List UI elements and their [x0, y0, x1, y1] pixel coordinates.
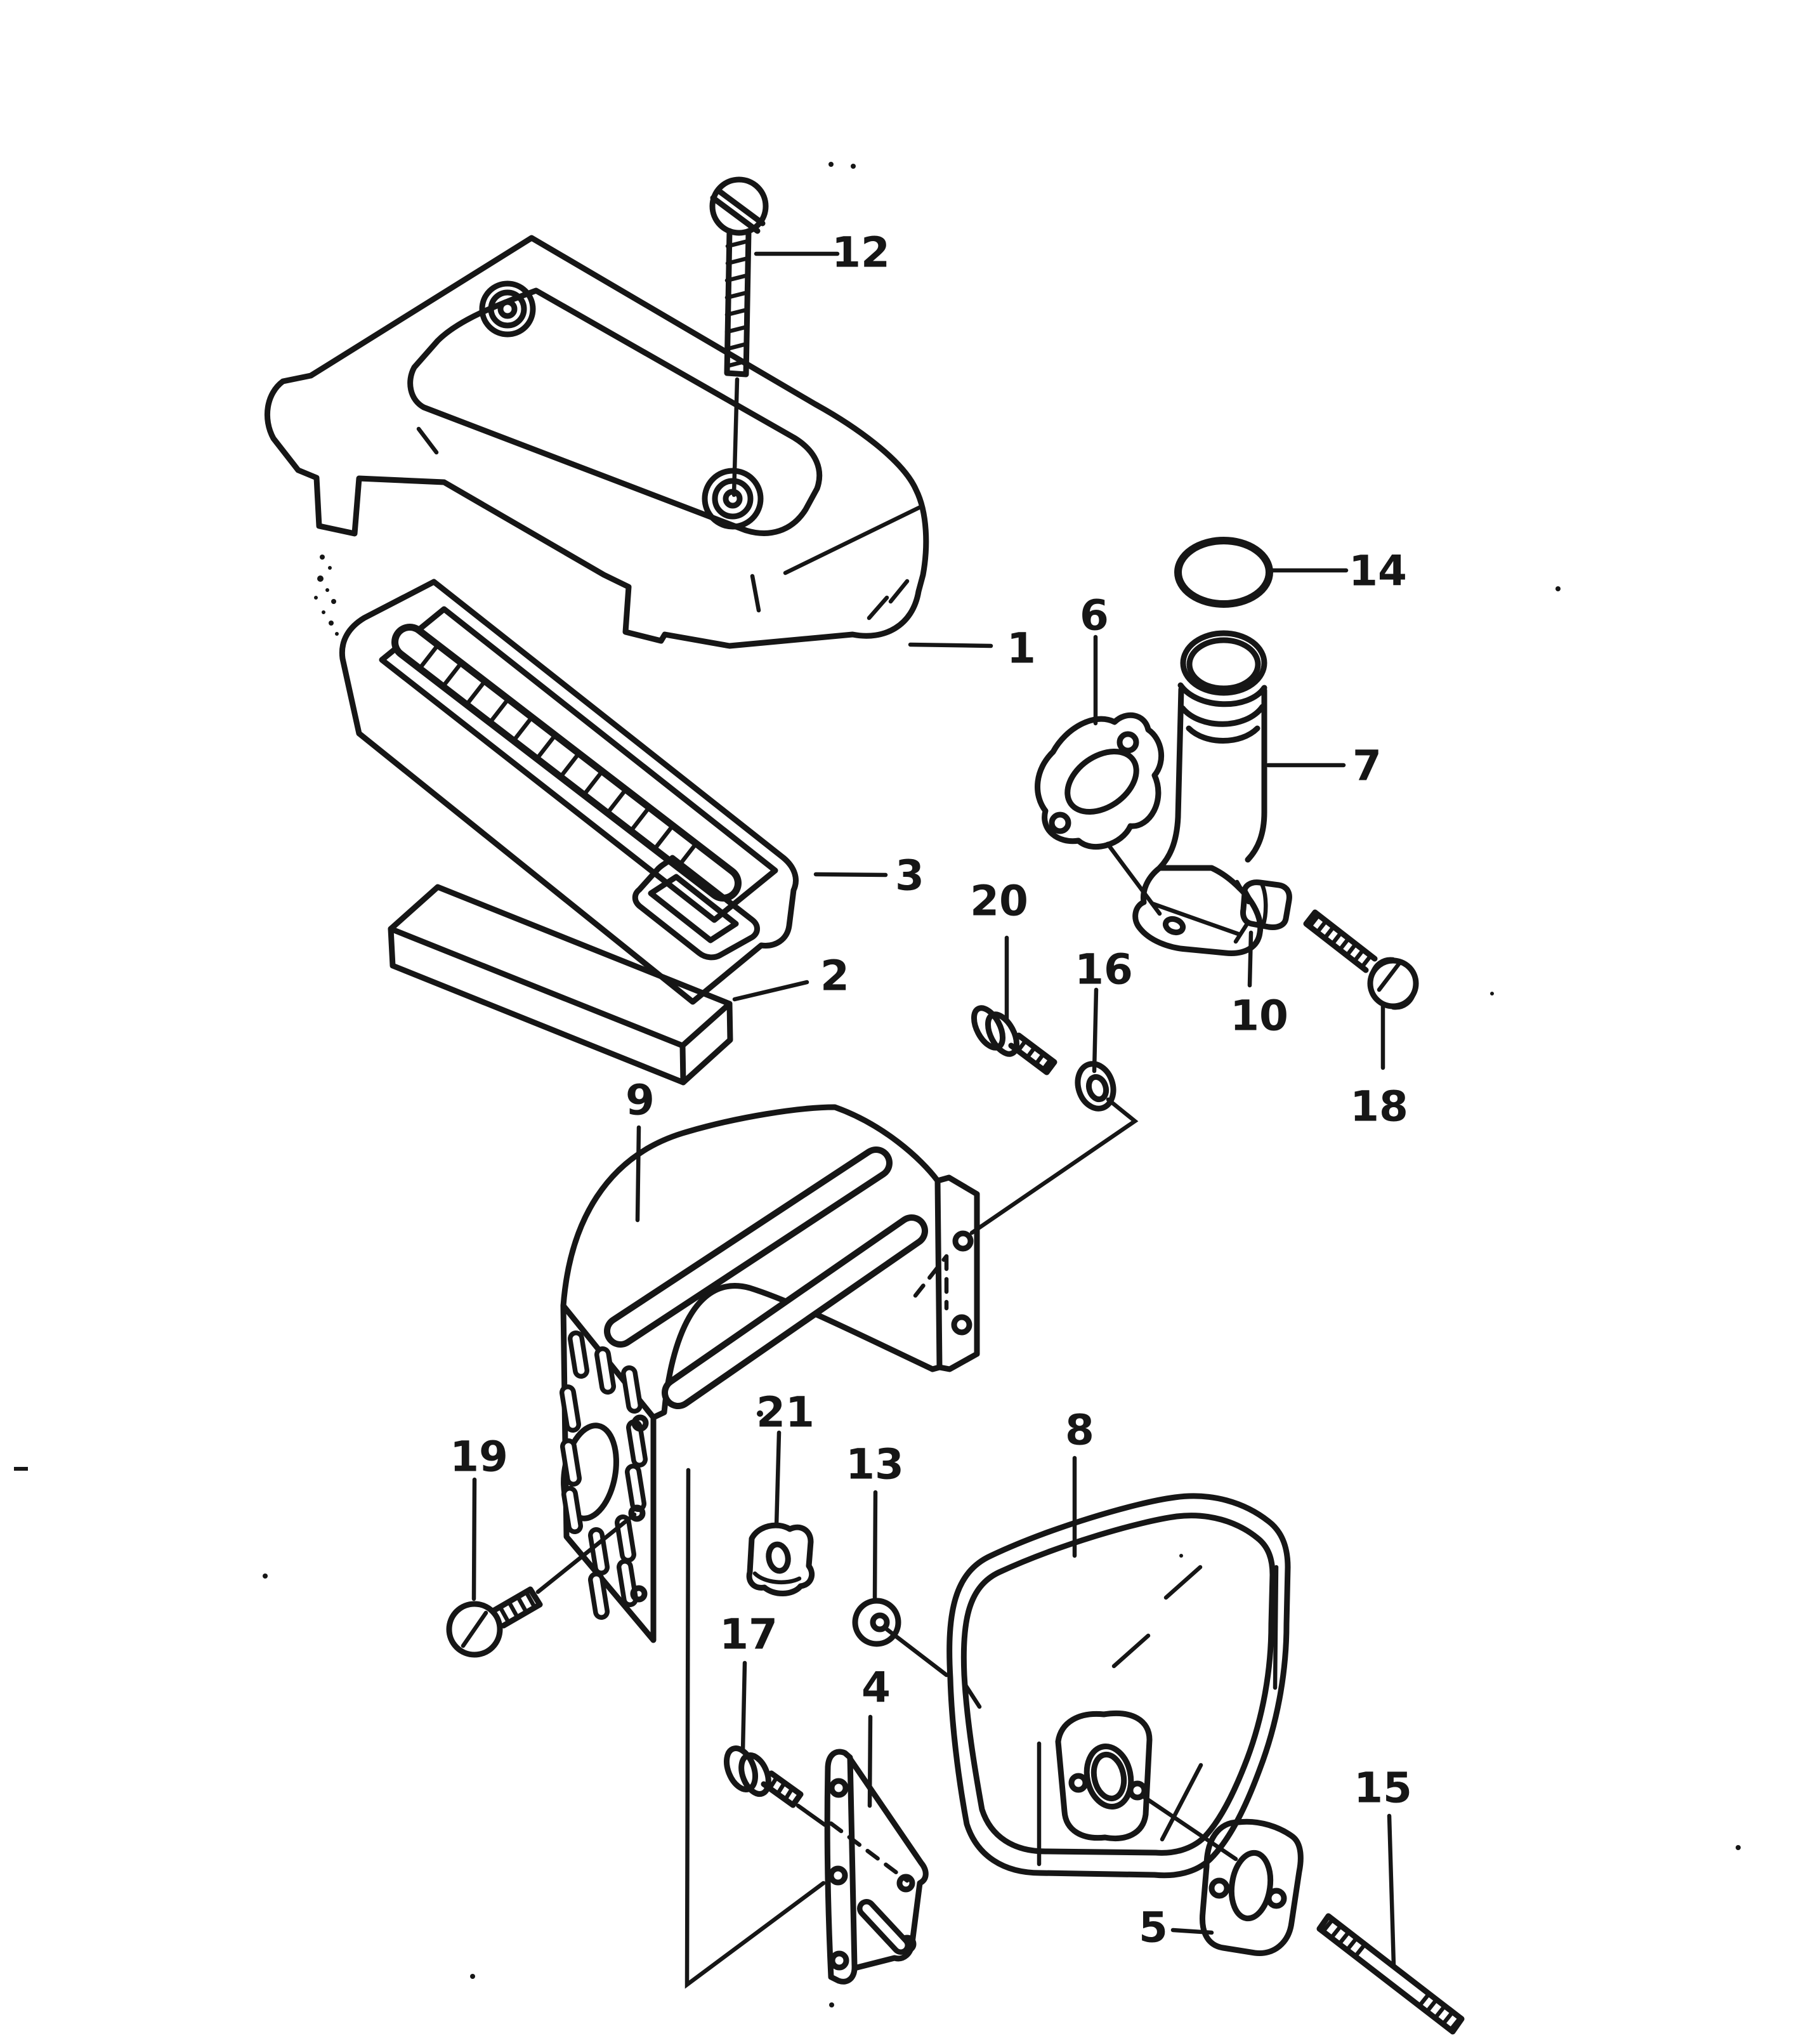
part-20-label: 20: [970, 877, 1028, 926]
part-2-label: 2: [820, 952, 849, 1001]
part-16-leader-line: [1092, 987, 1099, 1074]
part-2-leader-line: [732, 980, 809, 1002]
part-annotation-20: 20: [970, 877, 1028, 1023]
part-annotation-16: 16: [1075, 945, 1133, 1074]
part-13-label: 13: [846, 1440, 904, 1489]
part-9-leader-line: [635, 1125, 641, 1223]
guard-screw-drawing: [446, 1512, 637, 1658]
part-annotation-19: 19: [450, 1433, 508, 1601]
part-5-leader-line: [1170, 1928, 1214, 1935]
part-18-label: 18: [1350, 1082, 1408, 1131]
part-10-leader-line: [1247, 930, 1254, 988]
cover-screw-drawing: [709, 176, 769, 497]
plain-washer-drawing: [852, 1598, 949, 1678]
intake-gasket-drawing: [1035, 712, 1165, 916]
part-annotation-9: 9: [625, 1076, 655, 1223]
o-ring-drawing: [1174, 537, 1273, 608]
stud-bolt-drawing: [1316, 1913, 1465, 2035]
part-21-leader-line: [774, 1430, 782, 1528]
part-15-label: 15: [1354, 1764, 1412, 1813]
part-6-label: 6: [1080, 591, 1109, 640]
air-cleaner-cover-drawing: [264, 235, 929, 649]
part-5-label: 5: [1139, 1903, 1168, 1952]
part-annotation-5: 5: [1139, 1903, 1214, 1952]
part-annotation-17: 17: [719, 1610, 778, 1754]
part-annotation-15: 15: [1354, 1764, 1412, 1968]
muffler-drawing: [946, 1493, 1291, 1879]
part-1-leader-line: [908, 642, 993, 648]
part-16-label: 16: [1075, 945, 1133, 994]
spacer-drawing: [1240, 879, 1292, 930]
part-14-label: 14: [1349, 547, 1407, 596]
part-annotation-4: 4: [861, 1664, 891, 1808]
part-17-leader-line: [740, 1660, 747, 1754]
air-cleaner-case-drawing: [339, 579, 799, 1005]
part-17-label: 17: [719, 1610, 778, 1659]
guard-vent-slots: [560, 1330, 648, 1620]
part-9-label: 9: [625, 1076, 655, 1125]
part-15-leader-line: [1387, 1813, 1396, 1968]
intake-pipe-drawing: [1132, 630, 1267, 956]
part-8-label: 8: [1065, 1406, 1094, 1455]
filter-element-drawing: [388, 884, 733, 1086]
part-10-label: 10: [1230, 992, 1288, 1041]
part-21-label: 21: [756, 1388, 815, 1437]
part-annotation-1: 1: [908, 624, 1036, 673]
pan-screw-drawing: [971, 1005, 1057, 1075]
part-annotation-10: 10: [1230, 930, 1288, 1041]
bracket-screw-drawing: [724, 1745, 827, 1827]
part-annotation-21: 21: [756, 1388, 815, 1528]
scan-speckles: [14, 162, 1741, 2007]
part-3-label: 3: [895, 851, 924, 900]
muffler-guard-drawing: [560, 1104, 980, 1643]
spring-washer-drawing: [1075, 1061, 1116, 1112]
part-4-label: 4: [861, 1664, 891, 1712]
part-3-leader-line: [813, 872, 888, 877]
part-annotation-3: 3: [813, 851, 924, 900]
washer-16-to-guard-flange: [969, 1097, 1139, 1235]
part-annotation-13: 13: [846, 1440, 904, 1600]
part-annotation-8: 8: [1065, 1406, 1094, 1558]
part-19-leader-line: [471, 1477, 477, 1601]
guard-to-bracket-4: [684, 1468, 826, 1989]
part-12-label: 12: [832, 228, 890, 277]
flange-nut-drawing: [746, 1522, 815, 1596]
flange-bolt-drawing: [1303, 909, 1419, 1010]
part-annotation-7: 7: [1266, 742, 1382, 791]
assembly-position-lines: [684, 1097, 1139, 1989]
part-annotation-6: 6: [1080, 591, 1109, 726]
part-annotation-18: 18: [1350, 1003, 1408, 1131]
part-annotation-12: 12: [754, 228, 890, 277]
part-1-label: 1: [1007, 624, 1036, 673]
exhaust-gasket-drawing: [1199, 1818, 1304, 1956]
part-annotation-14: 14: [1269, 547, 1407, 596]
part-annotation-2: 2: [732, 952, 849, 1002]
muffler-bracket-drawing: [824, 1749, 929, 1985]
part-19-label: 19: [450, 1433, 508, 1481]
part-7-label: 7: [1352, 742, 1382, 791]
